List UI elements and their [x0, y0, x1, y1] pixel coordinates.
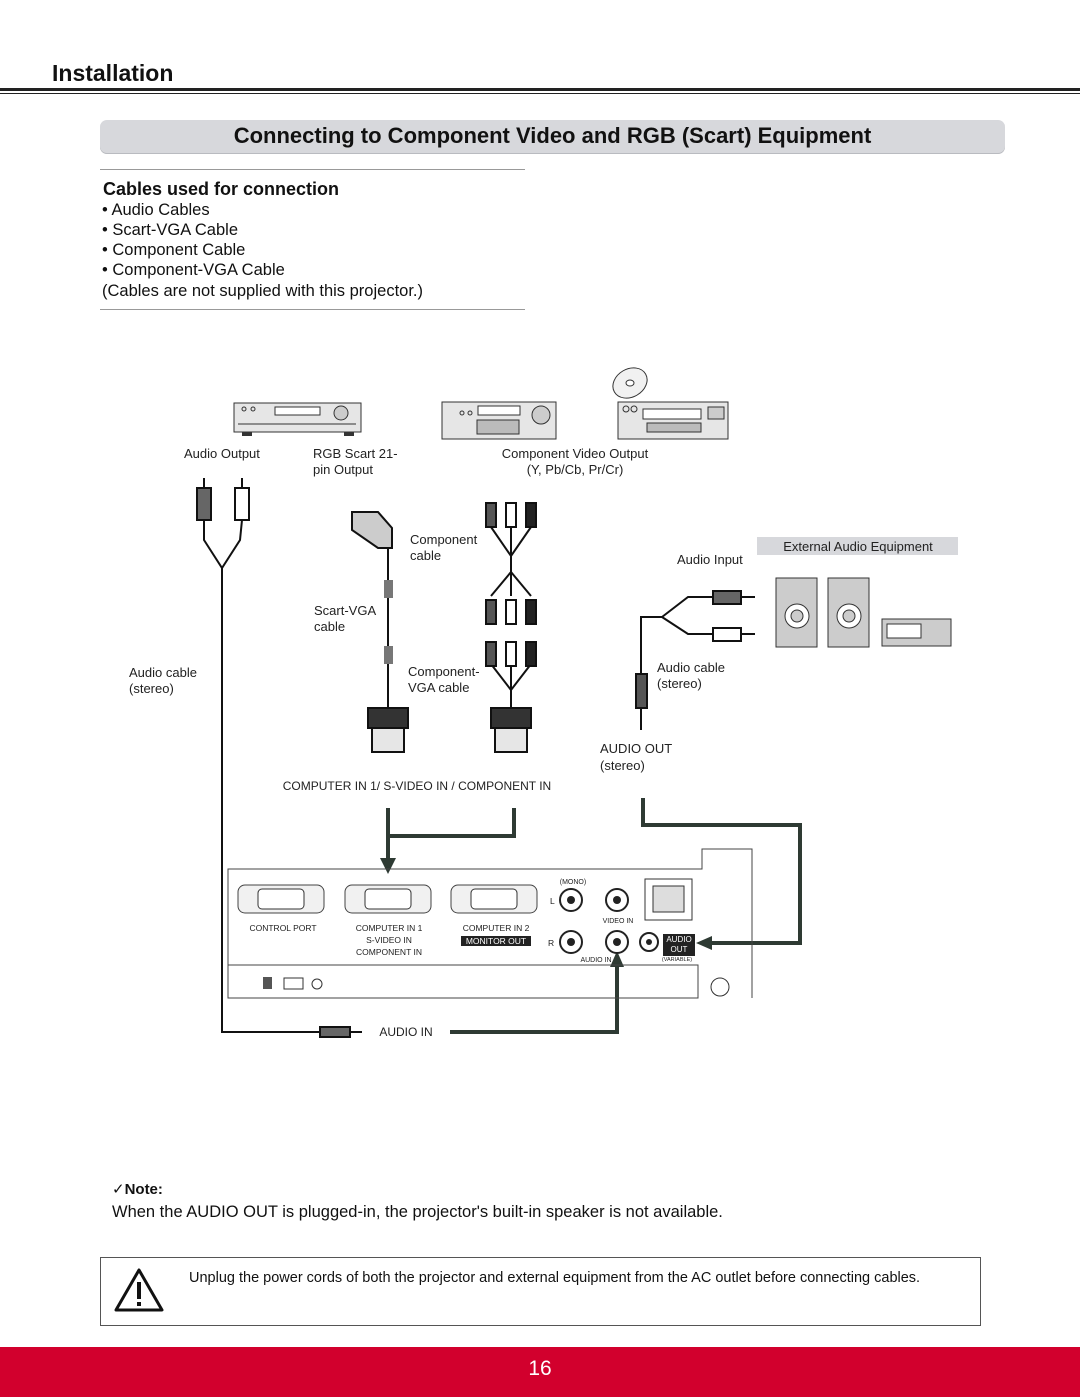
cable-item: • Scart-VGA Cable	[102, 221, 238, 239]
port-s-video-label: S-VIDEO IN	[366, 935, 412, 945]
cables-bottom-rule	[100, 309, 525, 310]
label-external-audio: External Audio Equipment	[783, 539, 933, 554]
port-control-label: CONTROL PORT	[249, 923, 316, 933]
label-component-cable: Component	[410, 532, 478, 547]
label-audio-input: Audio Input	[677, 552, 743, 567]
label-component-video-sub: (Y, Pb/Cb, Pr/Cr)	[527, 462, 624, 477]
page-footer: 16	[0, 1347, 1080, 1397]
port-computer-in-1-label: COMPUTER IN 1	[356, 923, 423, 933]
port-r-label: R	[548, 938, 554, 948]
audio-cable-left	[196, 478, 362, 1038]
cable-item: • Component-VGA Cable	[102, 261, 285, 279]
label-audio-out-sub: (stereo)	[600, 758, 645, 773]
label-audio-cable-right-2: (stereo)	[657, 676, 702, 691]
port-audio-word: AUDIO	[666, 935, 691, 944]
port-computer-in-2-label: COMPUTER IN 2	[463, 923, 530, 933]
port-variable-label: (VARIABLE)	[662, 957, 692, 963]
port-monitor-out-label: MONITOR OUT	[466, 936, 526, 946]
scart-source-device	[441, 401, 557, 440]
label-audio-cable-right: Audio cable	[657, 660, 725, 675]
label-component-vga-2: VGA cable	[408, 680, 469, 695]
page-number: 16	[528, 1357, 552, 1380]
speaker-icons	[775, 577, 952, 648]
port-mono-label: (MONO)	[560, 879, 586, 886]
note-text: When the AUDIO OUT is plugged-in, the pr…	[112, 1203, 723, 1221]
section-title: Installation	[52, 60, 174, 86]
label-computer-in: COMPUTER IN 1/ S-VIDEO IN / COMPONENT IN	[283, 779, 551, 793]
port-audio-in-label: AUDIO IN	[580, 957, 611, 964]
label-audio-in: AUDIO IN	[379, 1025, 432, 1039]
cable-item: • Component Cable	[102, 241, 246, 259]
label-rgb-scart-2: pin Output	[313, 462, 373, 477]
input-arrows	[380, 798, 802, 1034]
audio-cable-right	[635, 590, 755, 730]
cables-top-rule	[100, 169, 525, 170]
dvd-player-device	[612, 367, 729, 440]
note-heading: ✓Note:	[112, 1181, 163, 1198]
external-audio-box	[757, 537, 958, 555]
label-component-cable-2: cable	[410, 548, 441, 563]
label-scart-vga-2: cable	[314, 619, 345, 634]
projector-rear-panel	[227, 848, 753, 999]
header-rule	[0, 88, 1080, 91]
label-component-video-output: Component Video Output	[502, 446, 649, 461]
title-banner: Connecting to Component Video and RGB (S…	[100, 120, 1005, 154]
label-audio-output: Audio Output	[184, 446, 260, 461]
connection-diagram: Audio Output RGB Scart 21- pin Output Co…	[129, 367, 958, 1039]
label-scart-vga: Scart-VGA	[314, 603, 376, 618]
component-cable	[485, 502, 537, 753]
cables-note: (Cables are not supplied with this proje…	[102, 282, 423, 300]
port-out-word: OUT	[671, 945, 688, 954]
label-rgb-scart: RGB Scart 21-	[313, 446, 398, 461]
label-audio-cable-left: Audio cable	[129, 665, 197, 680]
audio-source-device	[233, 402, 362, 436]
cable-item: • Audio Cables	[102, 201, 210, 219]
label-component-vga: Component-	[408, 664, 480, 679]
warning-icon	[114, 1268, 164, 1312]
label-audio-cable-left-2: (stereo)	[129, 681, 174, 696]
port-l-label: L	[550, 896, 555, 906]
warning-text: Unplug the power cords of both the proje…	[189, 1270, 921, 1286]
port-video-in-label: VIDEO IN	[603, 918, 634, 925]
warning-box: Unplug the power cords of both the proje…	[100, 1257, 981, 1326]
page-title: Connecting to Component Video and RGB (S…	[233, 123, 872, 148]
cables-heading: Cables used for connection	[103, 179, 340, 199]
port-component-label: COMPONENT IN	[356, 947, 422, 957]
label-audio-out: AUDIO OUT	[600, 741, 672, 756]
scart-vga-cable	[351, 511, 409, 753]
header-rule-thin	[0, 93, 1080, 94]
